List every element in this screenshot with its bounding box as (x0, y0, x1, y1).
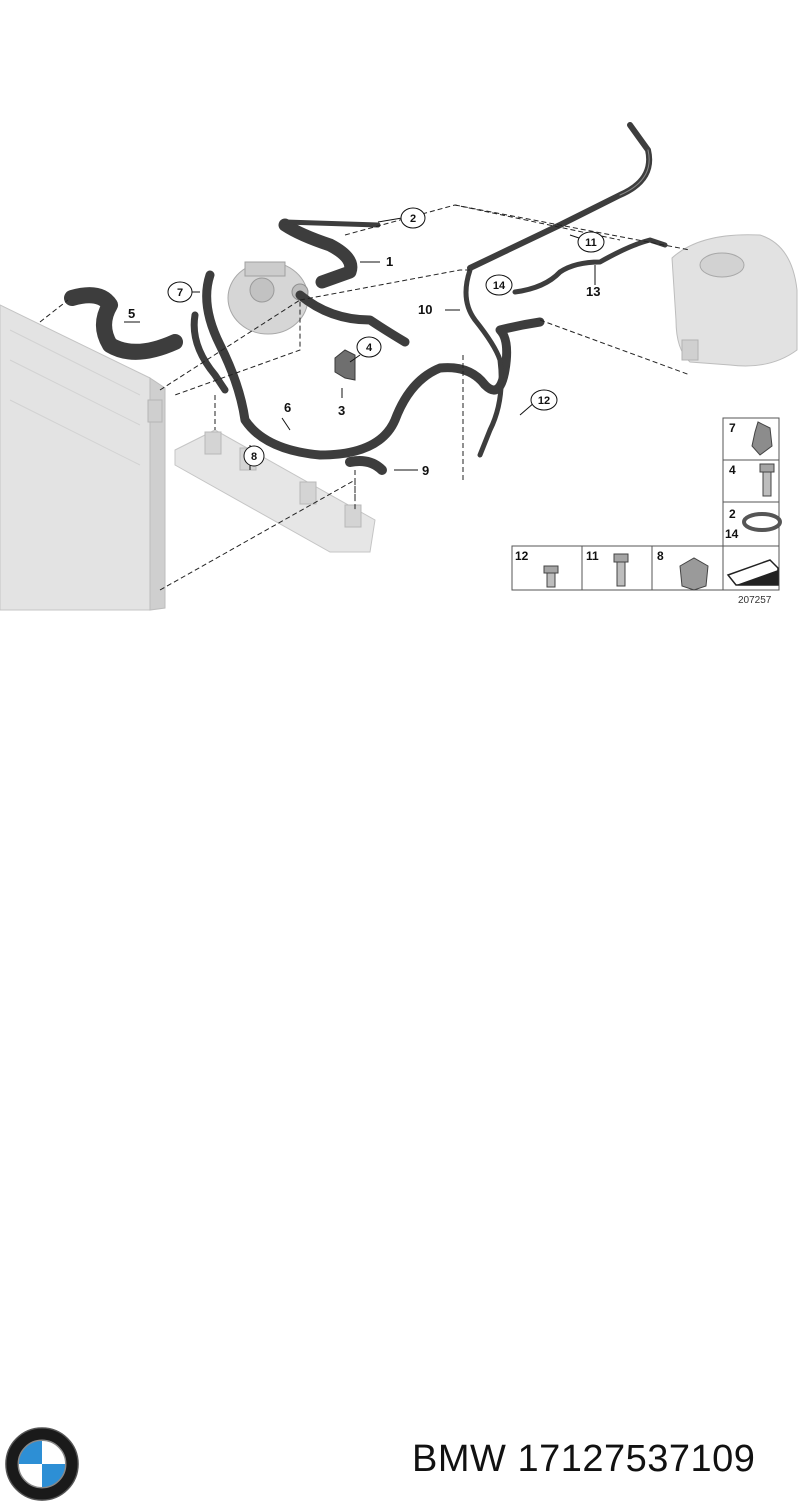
part-number: 17127537109 (517, 1438, 756, 1480)
clip-8-icon (679, 557, 709, 591)
dashed-guides (39, 204, 691, 591)
callout-4: 4 (366, 342, 373, 354)
drawing-code: 207257 (738, 595, 772, 606)
callout-13: 13 (586, 284, 600, 299)
callout-7: 7 (177, 287, 183, 299)
callout-circle-11: 11 (577, 231, 605, 253)
callout-12: 12 (538, 395, 550, 407)
band-clamp-icon (742, 512, 782, 532)
bolt-4-icon (759, 463, 775, 497)
callout-5: 5 (128, 306, 135, 321)
callout-1: 1 (386, 254, 393, 269)
thermostat-housing (227, 261, 309, 335)
legend-label-11: 11 (586, 549, 599, 563)
legend-label-4: 4 (729, 463, 736, 477)
callout-circle-7: 7 (167, 281, 193, 303)
callout-circle-2: 2 (400, 207, 426, 229)
legend-label-2: 2 (729, 507, 736, 521)
legend-label-12: 12 (515, 549, 529, 563)
brand-name: BMW (412, 1438, 507, 1480)
callout-circle-12: 12 (530, 389, 558, 411)
expansion-tank (671, 234, 798, 367)
footer-caption: BMW 17127537109 (412, 1438, 755, 1481)
bmw-logo (5, 1427, 79, 1501)
callout-3: 3 (338, 403, 345, 418)
clip-7-icon (751, 421, 773, 456)
callout-circle-14: 14 (485, 274, 513, 296)
parts-legend-table: 7 4 2 14 12 11 8 207257 (511, 417, 782, 606)
orientation-arrow-icon (726, 559, 779, 586)
callout-circle-4: 4 (356, 336, 382, 358)
bolt-12-icon (543, 565, 559, 588)
callout-14: 14 (493, 280, 506, 292)
callout-10: 10 (418, 302, 432, 317)
callout-6: 6 (284, 400, 291, 415)
callout-11: 11 (585, 237, 597, 249)
hoses (64, 122, 668, 475)
clip-part-3 (334, 349, 356, 381)
callout-9: 9 (422, 463, 429, 478)
callout-8: 8 (251, 451, 257, 463)
radiator (0, 304, 166, 611)
footer: BMW 17127537109 (0, 700, 800, 1501)
legend-label-8: 8 (657, 549, 664, 563)
callout-circle-8: 8 (243, 445, 265, 467)
bolt-11-icon (613, 553, 629, 587)
callout-2: 2 (410, 213, 416, 225)
legend-label-14: 14 (725, 527, 739, 541)
exploded-parts-diagram: 1 3 5 6 9 10 13 2 4 7 8 11 12 14 (0, 122, 798, 611)
legend-label-7: 7 (729, 421, 736, 435)
